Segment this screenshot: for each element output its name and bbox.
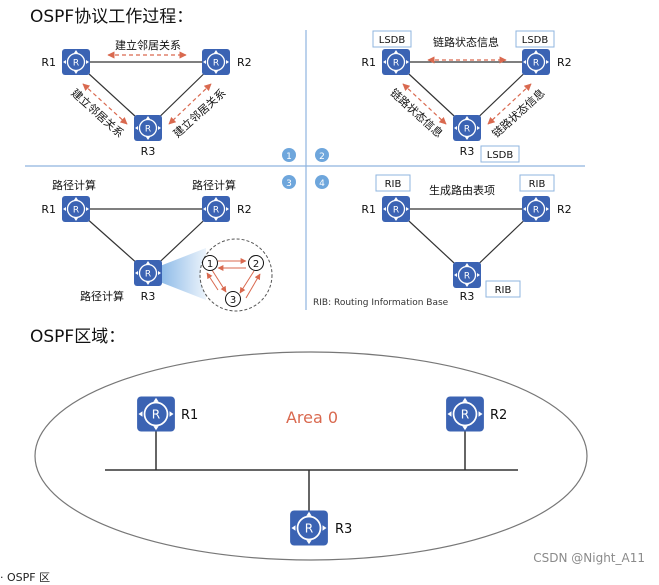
process-title: OSPF协议工作过程： [30,7,194,27]
router-label-r3: R3 [460,290,475,303]
router-label-r3: R3 [141,290,156,303]
router-label-r2: R2 [557,56,572,69]
router-icon [133,259,163,287]
svg-text:LSDB: LSDB [379,35,406,46]
lsa-arrow-left [402,83,447,125]
ospf-area-diagram: R1 R2 R3 Area 0 [34,351,588,561]
router-icon [452,261,482,289]
router-label-r2: R2 [237,56,252,69]
svg-text:1: 1 [286,152,292,162]
router-icon [61,48,91,76]
router-icon [61,195,91,223]
lsdb-box-r2 [515,30,555,48]
adjacency-label-top: 建立邻居关系 [115,38,181,52]
router-label-r2: R2 [237,203,252,216]
svg-text:3: 3 [230,295,236,306]
adjacency-label-right: 建立邻居关系 [170,86,228,141]
svg-text:LSDB: LSDB [522,35,549,46]
lsa-label-left: 链路状态信息 [387,86,445,141]
svg-text:RIB: RIB [529,179,546,190]
adjacency-arrow-left [82,83,128,125]
router-icon [133,114,163,142]
lsa-arrow-right [487,83,532,125]
router-label-r1: R1 [361,203,376,216]
router-icon [289,509,329,547]
area-title: OSPF区域： [30,327,126,347]
svg-text:3: 3 [286,179,292,189]
svg-text:4: 4 [319,179,325,189]
lsdb-box-r1 [372,30,412,48]
router-label-r3: R3 [141,145,156,158]
panel-4-routing-table: 生成路由表项 RIB RIB RIB R1 R2 R3 RIB: Routing… [313,174,572,308]
router-label-r1: R1 [41,203,56,216]
router-icon [381,195,411,223]
area-router-label-r2: R2 [490,408,507,423]
lsa-label-right: 链路状态信息 [489,86,547,141]
spf-node-2: 2 [248,255,264,271]
svg-text:RIB: RIB [495,285,512,296]
calc-label-r1: 路径计算 [52,178,96,192]
router-label-r1: R1 [41,56,56,69]
adjacency-arrow-right [168,83,212,125]
zoom-beam [160,248,206,300]
spf-node-3: 3 [225,291,241,307]
panel-2-lsdb-sync: 链路状态信息 链路状态信息 链路状态信息 LSDB LSDB LSDB R1 R… [361,30,572,163]
step-badge-2: 2 [315,148,329,162]
rib-box-r1 [375,174,411,192]
router-icon [201,195,231,223]
router-icon [201,48,231,76]
router-icon [381,48,411,76]
svg-text:1: 1 [207,259,213,270]
svg-text:RIB: RIB [385,179,402,190]
panel-3-path-calc: 1 2 3 路径计算 路径计算 路径计算 R1 R2 R3 [41,178,273,312]
router-label-r2: R2 [557,203,572,216]
rib-note: RIB: Routing Information Base [313,298,449,308]
router-icon [521,48,551,76]
router-icon [521,195,551,223]
calc-label-r3: 路径计算 [80,289,124,303]
step-badge-3: 3 [282,175,296,189]
router-icon [452,114,482,142]
router-label-r1: R1 [361,56,376,69]
router-icon [445,395,485,433]
lsa-label-top: 链路状态信息 [433,35,499,49]
watermark: CSDN @Night_A11 [533,551,645,565]
cut-off-text: · OSPF 区 [0,571,51,584]
rib-box-r3 [485,280,521,298]
gen-table-label: 生成路由表项 [429,183,495,197]
svg-text:LSDB: LSDB [487,150,514,161]
area-router-label-r1: R1 [181,408,198,423]
router-label-r3: R3 [460,145,475,158]
svg-text:2: 2 [319,152,325,162]
adjacency-label-left: 建立邻居关系 [68,86,126,141]
calc-label-r2: 路径计算 [192,178,236,192]
lsdb-box-r3 [480,145,520,163]
step-badge-1: 1 [282,148,296,162]
area-router-label-r3: R3 [335,522,352,537]
step-badge-4: 4 [315,175,329,189]
panel-1-neighbor: 建立邻居关系 建立邻居关系 建立邻居关系 R1 R2 R3 [41,38,251,158]
svg-text:2: 2 [253,259,259,270]
area-label: Area 0 [286,408,338,427]
router-icon [136,395,176,433]
spf-node-1: 1 [202,255,218,271]
rib-box-r2 [519,174,555,192]
